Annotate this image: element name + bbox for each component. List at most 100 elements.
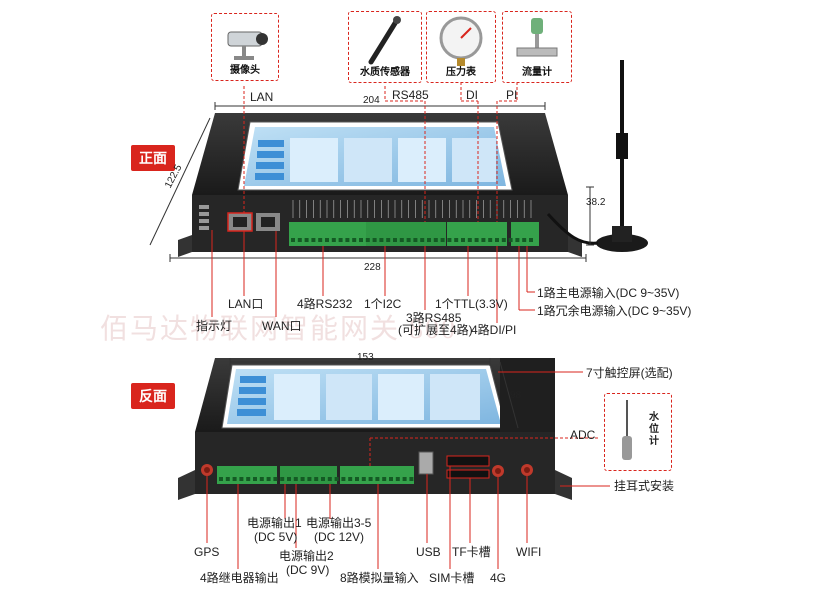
terminal-pin <box>280 477 285 481</box>
terminal-pin <box>318 238 323 242</box>
terminal-pin <box>345 238 350 242</box>
dim-width-back: 153 <box>357 352 374 363</box>
terminal-pin <box>409 477 414 481</box>
front-device <box>178 113 582 257</box>
terminal-pin <box>219 477 223 481</box>
water-quality-box: 水质传感器 <box>348 11 422 83</box>
terminal-pin <box>325 238 329 242</box>
terminal-pin <box>348 477 353 481</box>
terminal-pin <box>420 238 425 242</box>
terminal-pin <box>447 238 452 242</box>
watermark: 佰马达物联网智能网关 800 <box>100 314 458 345</box>
terminal-pin <box>402 477 407 481</box>
flow-meter-box: 流量计 <box>502 11 572 83</box>
terminal-pin <box>338 238 343 242</box>
power-out-2-label: 电源输出2 <box>279 549 334 563</box>
terminal-pin <box>331 238 336 242</box>
terminal-pin <box>399 238 404 242</box>
terminal-pin <box>239 477 244 481</box>
terminal-pin <box>232 477 237 481</box>
i2c-label: 1个I2C <box>364 297 402 311</box>
terminal-pin <box>481 238 486 242</box>
flow-meter-icon <box>516 18 558 57</box>
lan-top-label: LAN <box>250 90 274 104</box>
terminal-pin <box>522 238 527 242</box>
dipi-label: 4路DI/PI <box>471 323 517 337</box>
rs485-expand-label: (可扩展至4路) <box>398 323 473 337</box>
power-out-35-label: 电源输出3-5 <box>306 516 372 530</box>
terminal-pin <box>386 238 391 242</box>
adc-connectors <box>369 437 600 466</box>
terminal-pin <box>395 477 400 481</box>
indicator-label: 指示灯 <box>196 319 233 333</box>
flow-meter-label: 流量计 <box>522 67 552 78</box>
pressure-gauge-label: 压力表 <box>446 67 476 78</box>
camera-label: 摄像头 <box>230 65 260 76</box>
front-dimension-lines <box>149 102 594 262</box>
4g-label: 4G <box>490 571 507 585</box>
wan-port-label: WAN口 <box>262 319 302 333</box>
terminal-pin <box>495 238 499 242</box>
terminal-pin <box>361 477 366 481</box>
analog-input-label: 8路模拟量输入 <box>340 571 419 585</box>
terminal-pin <box>508 238 513 242</box>
water-level-label: 水 位 计 <box>649 412 659 447</box>
dim-height-front: 38.2 <box>586 197 606 208</box>
lan-port-label: LAN口 <box>228 297 264 311</box>
antenna <box>546 60 648 252</box>
terminal-pin <box>311 238 316 242</box>
terminal-pin <box>297 238 302 242</box>
front-bottom-connectors <box>211 230 535 323</box>
terminal-pin <box>300 477 305 481</box>
terminal-pin <box>307 477 312 481</box>
touch-screen-label: 7寸触控屏(选配) <box>586 366 673 380</box>
terminal-pin <box>461 238 465 242</box>
terminal-pin <box>321 477 325 481</box>
terminal-pin <box>440 238 445 242</box>
dim-bottom-front: 228 <box>364 262 381 273</box>
gps-label: GPS <box>194 545 220 559</box>
terminal-pin <box>382 477 387 481</box>
pressure-gauge-box: 压力表 <box>426 11 496 83</box>
terminal-pin <box>253 477 257 481</box>
relay-label: 4路继电器输出 <box>200 571 279 585</box>
terminal-pin <box>413 238 418 242</box>
wifi-label: WIFI <box>516 545 542 559</box>
back-badge: 反面 <box>131 383 175 409</box>
terminal-pin <box>352 238 357 242</box>
back-dimension-lines <box>229 358 519 429</box>
water-quality-sensor-icon <box>368 16 401 65</box>
water-level-box: 水 位 计 <box>604 393 672 471</box>
pressure-gauge-icon <box>439 16 483 66</box>
terminal-pin <box>259 477 264 481</box>
terminal-pin <box>389 477 393 481</box>
terminal-pin <box>393 238 397 242</box>
terminal-pin <box>365 238 370 242</box>
camera-box: 摄像头 <box>211 13 279 81</box>
terminal-pin <box>225 477 230 481</box>
terminal-pin <box>488 238 493 242</box>
terminal-pin <box>427 238 431 242</box>
terminal-pin <box>375 477 380 481</box>
terminal-pin <box>304 238 309 242</box>
backup-power-label: 1路冗余电源输入(DC 9~35V) <box>537 304 692 318</box>
main-power-label: 1路主电源输入(DC 9~35V) <box>537 286 680 300</box>
terminal-pin <box>266 477 271 481</box>
terminal-pin <box>454 238 459 242</box>
terminal-pin <box>334 477 339 481</box>
tf-slot-label: TF卡槽 <box>452 545 491 559</box>
dim-height-back: 98 <box>510 390 522 401</box>
back-connectors <box>206 371 610 569</box>
terminal-pin <box>314 477 319 481</box>
terminal-pin <box>529 238 533 242</box>
water-quality-label: 水质传感器 <box>360 67 410 78</box>
terminal-pin <box>291 238 295 242</box>
ear-mount-label: 挂耳式安装 <box>614 479 675 493</box>
terminal-pin <box>433 238 438 242</box>
sim-slot-label: SIM卡槽 <box>429 571 475 585</box>
ttl-label: 1个TTL(3.3V) <box>435 297 508 311</box>
dim-width-front: 204 <box>363 95 380 106</box>
front-badge: 正面 <box>131 145 175 171</box>
